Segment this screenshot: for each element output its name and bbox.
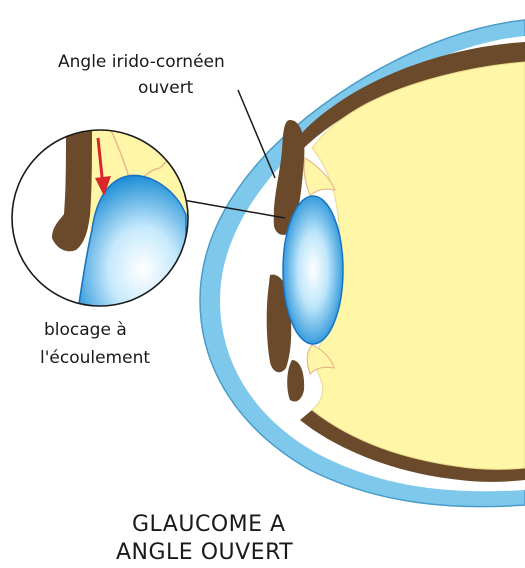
diagram-title-line1: GLAUCOME A [132, 512, 286, 537]
blockage-label-line1: blocage à [44, 320, 127, 340]
vitreous-body [312, 62, 525, 469]
angle-label-line1: Angle irido-cornéen [58, 52, 225, 72]
diagram-title-line2: ANGLE OUVERT [116, 540, 293, 565]
angle-label-line2: ouvert [138, 78, 193, 98]
blockage-label-line2: l'écoulement [40, 348, 150, 368]
lens [283, 196, 343, 344]
zoom-magnifier [10, 128, 188, 310]
